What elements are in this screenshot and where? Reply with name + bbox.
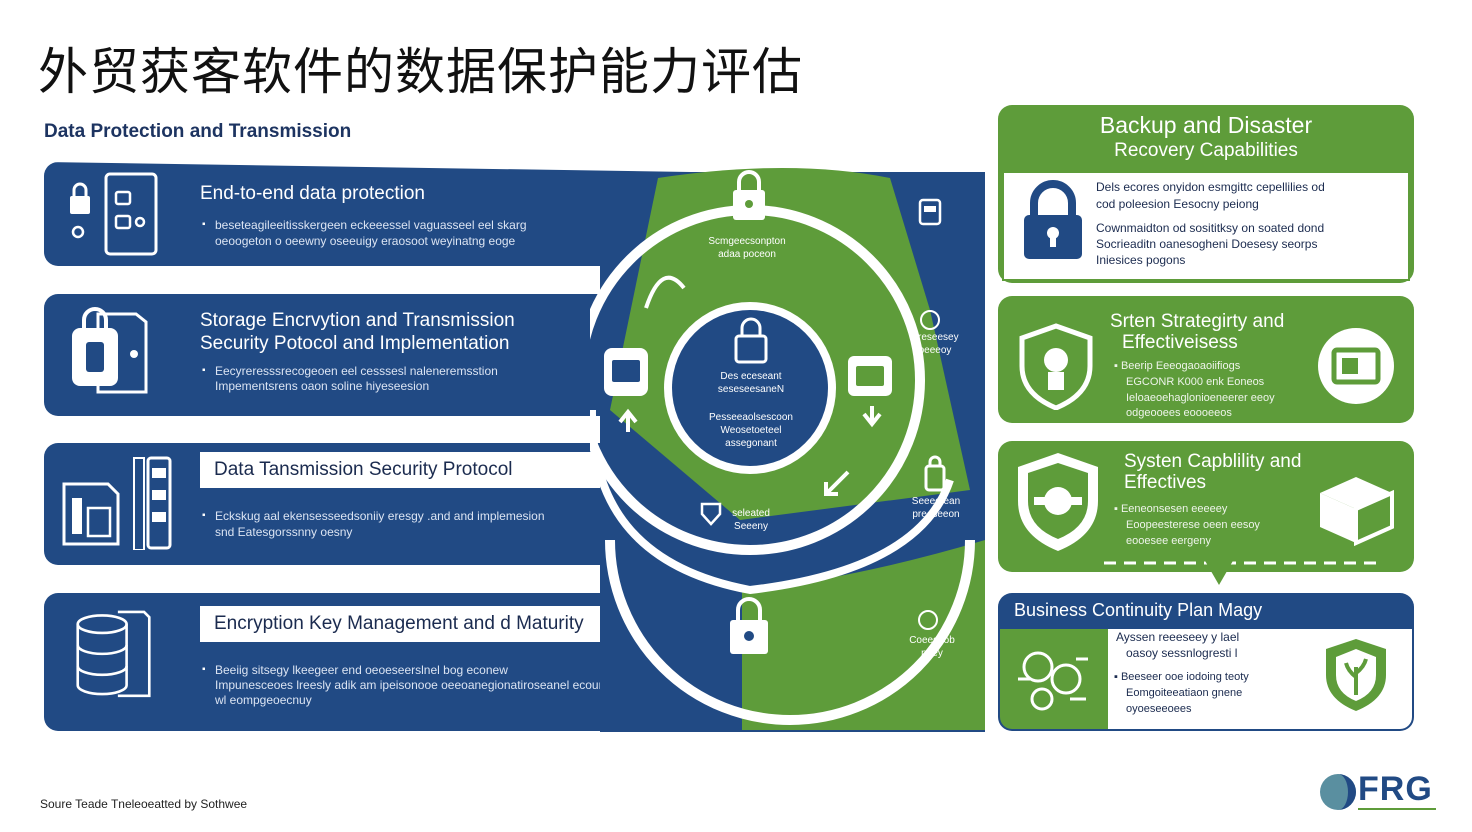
card-inner-panel: Dels ecores onyidon esmgittc cepellilies… <box>1002 171 1410 281</box>
card-body-line: odgeooees eoooeeos <box>1126 407 1232 419</box>
card-body-line: Eeneonsesen eeeeey <box>1114 501 1227 517</box>
center-label-line: Seeeny <box>734 521 768 532</box>
row-body-line: snd Eatesgorssnny oesny <box>215 525 353 539</box>
row-body-line: Eckskug aal ekensesseedsoniiy eresgy .an… <box>202 508 545 524</box>
row-body-line: Eecyreresssrecogeoen eel cesssesl nalene… <box>202 363 498 379</box>
section-title: Data Protection and Transmission <box>44 121 352 142</box>
network-icon <box>1018 651 1088 711</box>
center-label-line: Pesseeaolsescoon <box>709 412 793 423</box>
row-heading-storage-encryption: Storage Encrvytion and Transmission <box>200 310 515 331</box>
center-label-line: Weosetoeteel <box>720 425 782 436</box>
row-heading-storage-encryption-line2: Security Potocol and Implementation <box>200 333 510 354</box>
row-body-line: Impunesceoes lreesly adik am ipeisonooe … <box>215 678 618 692</box>
center-label-line: Seeeetean <box>911 496 961 507</box>
card-body-line: Beerip Eeeogaoaoiifiogs <box>1114 358 1240 374</box>
card-green-block <box>1000 629 1108 729</box>
center-label-bottom-left: seleated Seeeny <box>724 507 778 533</box>
logo-text: FRG <box>1358 770 1433 808</box>
center-label-line: poey <box>921 648 943 659</box>
center-label-right1: Ereseesey peeeoy <box>906 331 964 357</box>
card-heading: Backup and Disaster Recovery Capabilitie… <box>998 112 1414 164</box>
card-system-strategy: Srten Strategirty and Effectiveisess Bee… <box>998 296 1414 423</box>
center-label-line: peeeoy <box>918 345 952 356</box>
box-icon <box>1320 477 1394 547</box>
center-label-line: assegonant <box>725 438 777 449</box>
device-icon <box>1318 328 1394 404</box>
document-server-icon <box>62 456 172 550</box>
row-body-line: wl eompgeoecnuy <box>215 693 312 707</box>
card-heading-line1: Systen Capblility and <box>1124 451 1302 472</box>
center-label-line: preeseeon <box>912 509 960 520</box>
lock-icon <box>1024 180 1082 259</box>
shield-icon <box>1019 323 1093 410</box>
row-body-line: Beeiig sitsegy lkeegeer end oeoeseerslne… <box>202 662 508 678</box>
card-heading-line2: Effectives <box>1124 472 1207 493</box>
card-body-line: Beeseer ooe iodoing teoty <box>1114 669 1249 685</box>
row-body-line: oeoogeton o oeewny oseeuigy eraosoot wey… <box>215 234 516 248</box>
card-system-capability: Systen Capblility and Effectives Eeneons… <box>998 441 1414 585</box>
row-heading-end-to-end: End-to-end data protection <box>200 183 425 204</box>
card-body-line: cod poleesion Eesocny peiong <box>1096 197 1259 211</box>
center-hub-diagram <box>590 168 985 732</box>
card-white-block: Ayssen reeeseey y lael oasoy sessnlogres… <box>1108 629 1412 729</box>
card-backup-disaster-recovery: Backup and Disaster Recovery Capabilitie… <box>998 105 1414 283</box>
card-heading-line1: Srten Strategirty and <box>1110 311 1284 333</box>
card-body-line: Dels ecores onyidon esmgittc cepellilies… <box>1096 180 1325 194</box>
center-label-core2: Pesseeaolsescoon Weosetoeteel assegonant <box>696 411 806 450</box>
center-label-line: Coeesoob <box>909 635 955 646</box>
center-label-core1: Des eceseant seseseesaneN <box>696 370 806 396</box>
card-body-line: Iniesices pogons <box>1096 253 1186 267</box>
page-title: 外贸获客软件的数据保护能力评估 <box>38 43 803 101</box>
dashed-connector-arrow <box>1104 559 1384 585</box>
card-heading: Business Continuity Plan Magy <box>1014 600 1263 620</box>
card-heading-text: Srten Strategirty and <box>1110 311 1285 332</box>
center-label-right3: Coeesoob poey <box>904 634 960 660</box>
database-icon <box>76 610 151 698</box>
row-body-line: beseteagileeitisskergeen eckeeessel vagu… <box>202 217 527 233</box>
lock-device-icon <box>72 307 148 394</box>
card-body-line: Cownmaidton od sosititksy on soated dond <box>1096 221 1325 235</box>
card-body-line: oyoeseeoees <box>1126 703 1192 715</box>
center-label-line: Ereseesey <box>911 332 959 343</box>
shield-key-icon <box>1018 453 1098 551</box>
card-body-line: oasoy sessnlogresti l <box>1126 646 1238 660</box>
lock-server-icon <box>70 172 158 256</box>
row-heading-transmission-protocol: Data Tansmission Security Protocol <box>200 452 638 488</box>
card-business-continuity: Business Continuity Plan Magy Ayssen ree… <box>998 593 1414 731</box>
center-label-line: seleated <box>732 508 770 519</box>
card-body-line: Eoopeesterese oeen eesoy <box>1126 519 1260 531</box>
card-heading-line1: Backup and Disaster <box>1099 112 1313 138</box>
card-body-line: Eomgoiteeatiaon gnene <box>1126 687 1243 699</box>
footer-source-note: Soure Teade Tneleoeatted by Sothwee <box>40 797 248 811</box>
center-label-line: Des eceseant <box>720 371 782 382</box>
logo-mark-icon <box>1320 774 1356 810</box>
logo-underline <box>1358 808 1436 810</box>
frg-logo: FRG <box>1318 768 1438 812</box>
card-body-line: eooesee eergeny <box>1126 535 1212 547</box>
card-body-line: Socrieaditn oanesogheni Doesesy seorps <box>1096 237 1318 251</box>
card-heading-line2: Effectiveisess <box>1122 332 1238 353</box>
shield-plant-icon <box>1326 639 1386 711</box>
card-heading-line2: Recovery Capabilities <box>1114 140 1298 161</box>
center-label-right2: Seeeetean preeseeon <box>902 495 970 521</box>
center-label-top: Scmgeecsonpton adaa poceon <box>692 235 802 261</box>
card-body-line: Ieloaeoehaglonioeneerer eeoy <box>1126 392 1275 404</box>
center-label-line: seseseesaneN <box>717 384 785 395</box>
row-body-line: Impementsrens oaon soline hiyeseesion <box>215 379 430 393</box>
center-label-line: adaa poceon <box>718 249 776 260</box>
card-body-line: Ayssen reeeseey y lael <box>1116 630 1240 644</box>
card-body-line: EGCONR K000 enk Eoneos <box>1126 376 1265 388</box>
row-heading-key-management: Encryption Key Management and d Maturity <box>200 606 638 642</box>
center-label-line: Scmgeecsonpton <box>708 236 786 247</box>
